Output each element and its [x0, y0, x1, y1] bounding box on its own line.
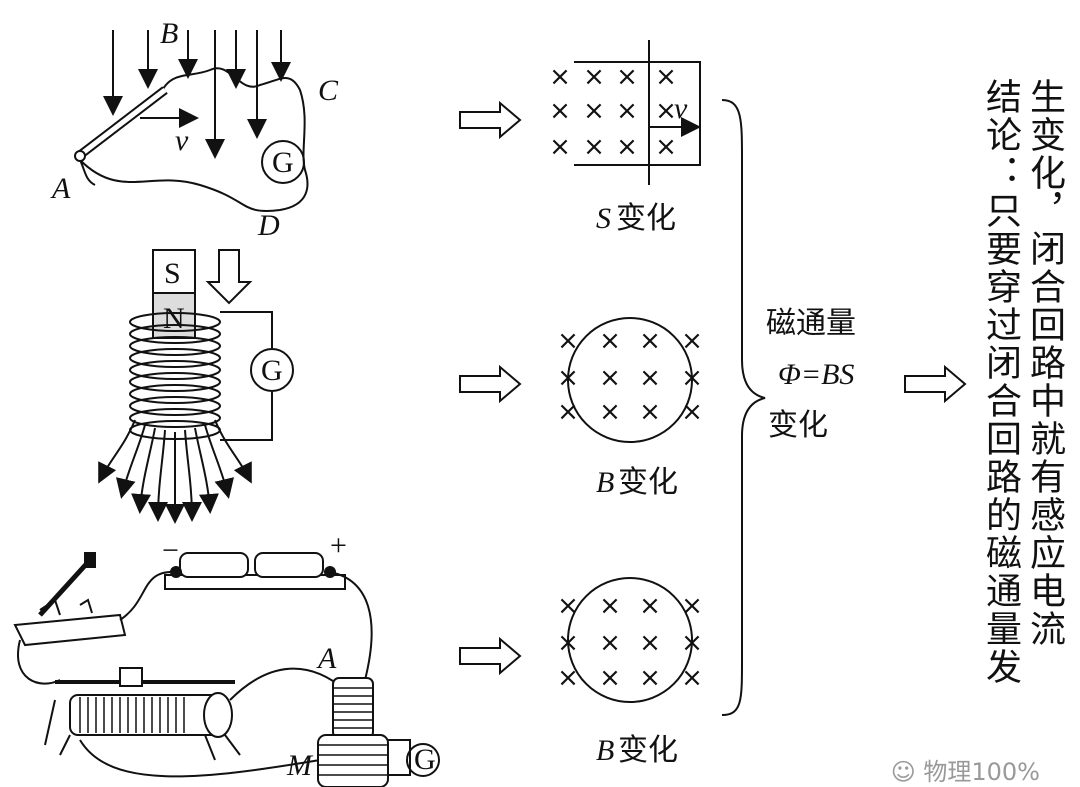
- coil-a: [332, 677, 374, 739]
- label-b: B: [160, 17, 178, 50]
- hollow-arrows: [459, 100, 967, 676]
- area-change-figure: × × × × × × × × × × × ×: [549, 40, 701, 185]
- label-c: C: [318, 74, 339, 107]
- field-cross: ×: [639, 628, 661, 658]
- down-arrow: [205, 249, 253, 305]
- flux-change: 变化: [768, 408, 828, 443]
- field-cross: ×: [557, 628, 579, 658]
- field-cross: ×: [639, 363, 661, 393]
- caption-2-var: B: [596, 466, 614, 499]
- field-cross: ×: [549, 62, 571, 92]
- field-cross: ×: [616, 96, 638, 126]
- coil-wire: [220, 311, 273, 441]
- magnet-s: [152, 249, 196, 294]
- switch: [13, 613, 127, 647]
- circuit-loop: [79, 67, 309, 212]
- field-cross: ×: [655, 132, 677, 162]
- label-minus: −: [162, 534, 179, 567]
- field-cross: ×: [639, 397, 661, 427]
- label-g3: G: [414, 743, 436, 776]
- field-cross: ×: [599, 326, 621, 356]
- magnet-coil-diagram: [98, 249, 294, 524]
- galvanometer-1: [261, 140, 305, 184]
- field-cross: ×: [616, 62, 638, 92]
- label-a: A: [50, 172, 71, 205]
- caption-1-text: 变化: [616, 201, 676, 236]
- field-lines-spread: [98, 419, 252, 524]
- watermark: ☺ 物理100%: [890, 758, 1040, 786]
- battery-cell-2: [254, 552, 324, 578]
- field-cross: ×: [639, 591, 661, 621]
- field-cross: ×: [616, 132, 638, 162]
- field-cross: ×: [639, 663, 661, 693]
- field-cross: ×: [639, 326, 661, 356]
- label-d: D: [257, 209, 280, 242]
- arrow-2: [459, 364, 522, 404]
- field-change-figure-2: × × × × × × × × × × × ×: [557, 577, 703, 703]
- arrow-3: [459, 636, 522, 676]
- field-cross: ×: [681, 628, 703, 658]
- caption-1-var: S: [596, 202, 611, 235]
- field-cross: ×: [583, 96, 605, 126]
- wechat-icon: ☺: [890, 758, 924, 786]
- caption-2-text: 变化: [618, 465, 678, 500]
- coil-m: [317, 734, 389, 787]
- label-s: S: [164, 257, 181, 290]
- conclusion-column-1: 结论：只要穿过闭合回路的磁通量发: [980, 78, 1021, 686]
- field-change-figure-1: × × × × × × × × × × × ×: [557, 317, 703, 443]
- field-cross: ×: [583, 62, 605, 92]
- label-g1: G: [272, 146, 294, 179]
- b-field-lines: [103, 30, 291, 159]
- field-cross: ×: [599, 397, 621, 427]
- arrow-1: [459, 100, 522, 140]
- flux-formula: Φ=BS: [778, 358, 854, 391]
- field-cross: ×: [599, 628, 621, 658]
- wire-switch-battery: [119, 570, 177, 621]
- galvanometer-2: [250, 348, 294, 392]
- field-cross: ×: [655, 62, 677, 92]
- field-cross: ×: [557, 397, 579, 427]
- field-cross: ×: [681, 326, 703, 356]
- field-cross: ×: [583, 132, 605, 162]
- label-a3: A: [316, 642, 337, 675]
- field-cross: ×: [557, 326, 579, 356]
- field-cross: ×: [681, 397, 703, 427]
- velocity-label: v: [674, 92, 688, 125]
- field-cross: ×: [681, 591, 703, 621]
- field-cross: ×: [681, 663, 703, 693]
- label-g2: G: [261, 354, 283, 387]
- field-cross: ×: [655, 96, 677, 126]
- galvanometer-3: [406, 743, 440, 777]
- label-n: N: [163, 302, 185, 335]
- caption-3-var: B: [596, 734, 614, 767]
- arrow-4: [904, 364, 967, 404]
- field-cross: ×: [549, 132, 571, 162]
- circuit-apparatus-diagram: [13, 552, 440, 787]
- wire-battery-coil: [329, 571, 373, 681]
- rod-circuit-diagram: [74, 30, 309, 212]
- rheostat: [69, 694, 221, 736]
- field-cross: ×: [549, 96, 571, 126]
- field-cross: ×: [557, 591, 579, 621]
- battery-cell-1: [179, 552, 249, 578]
- curly-brace: [721, 99, 766, 716]
- label-plus: +: [330, 529, 347, 562]
- wire-bottom: [79, 739, 321, 778]
- field-cross: ×: [557, 363, 579, 393]
- field-cross: ×: [599, 363, 621, 393]
- field-cross: ×: [557, 663, 579, 693]
- caption-3-text: 变化: [618, 733, 678, 768]
- label-m: M: [286, 749, 314, 782]
- battery-base: [164, 574, 346, 590]
- field-cross: ×: [681, 363, 703, 393]
- conclusion-column-2: 生变化，闭合回路中就有感应电流: [1024, 78, 1065, 648]
- field-cross: ×: [599, 591, 621, 621]
- wire-switch-rheostat: [17, 639, 61, 685]
- label-v: v: [175, 124, 189, 157]
- field-cross: ×: [599, 663, 621, 693]
- loop-left: [79, 159, 96, 186]
- flux-label: 磁通量: [766, 306, 856, 341]
